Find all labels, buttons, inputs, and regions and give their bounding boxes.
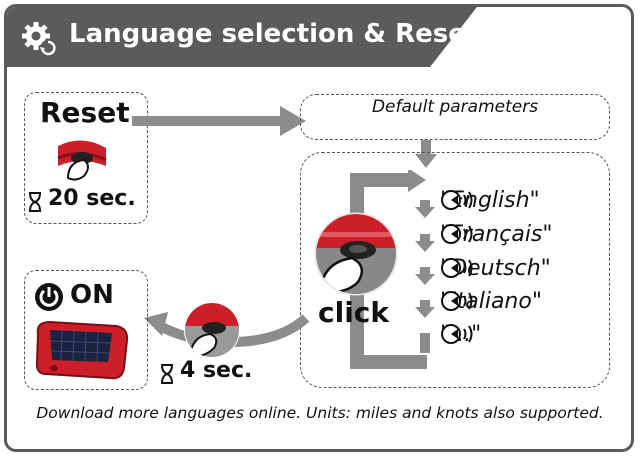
hold-button-press-image <box>184 302 240 358</box>
language-item-deutsch: "Deutsch" <box>440 252 551 284</box>
language-cycle-box <box>300 152 610 388</box>
header-bar <box>7 7 477 67</box>
arrow-reset-to-default <box>132 106 306 136</box>
speaker-icon <box>441 258 473 278</box>
language-item-francais: "Français" <box>440 218 553 250</box>
default-parameters-box <box>300 94 610 140</box>
power-icon <box>35 283 63 311</box>
device-image <box>35 320 129 380</box>
on-box <box>24 270 148 390</box>
arrow-default-to-cycle <box>415 140 437 168</box>
reset-title: Reset <box>40 96 130 129</box>
reset-timer: 20 sec. <box>48 186 136 211</box>
language-item-english: "English" <box>440 184 540 216</box>
hold-timer: 4 sec. <box>180 358 253 383</box>
speaker-icon <box>441 324 473 344</box>
footer-note: Download more languages online. Units: m… <box>36 404 604 422</box>
language-item-more: "..." <box>440 318 481 350</box>
reset-box <box>24 92 148 224</box>
hourglass-icon <box>161 364 173 384</box>
header-title: Language selection & Reset <box>69 19 479 49</box>
gear-icon <box>22 22 56 56</box>
speaker-icon <box>441 224 473 244</box>
reset-button-press-image <box>57 140 107 181</box>
click-label: click <box>318 296 390 329</box>
click-button-image <box>314 212 398 296</box>
speaker-icon <box>441 291 473 311</box>
on-label: ON <box>70 280 114 310</box>
language-item-italiano: "Italiano" <box>440 285 542 317</box>
speaker-icon <box>441 190 473 210</box>
default-parameters-label: Default parameters <box>371 97 539 117</box>
hourglass-icon <box>29 192 41 212</box>
